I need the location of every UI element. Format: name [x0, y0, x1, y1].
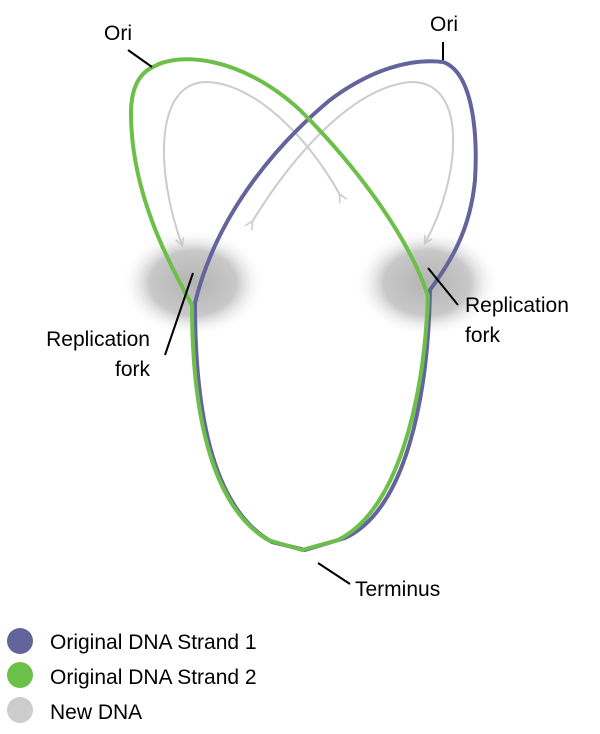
replication-fork-blob-right: [355, 229, 499, 337]
legend: Original DNA Strand 1 Original DNA Stran…: [7, 628, 257, 724]
dna-strand-2: [128, 57, 430, 552]
legend-label-strand-1: Original DNA Strand 1: [50, 631, 257, 654]
new-dna-arrow-left: [163, 80, 340, 245]
ori-right-label: Ori: [430, 13, 458, 36]
legend-label-new-dna: New DNA: [50, 701, 142, 724]
ori-left-pointer: [127, 49, 153, 68]
new-dna-arrow-right: [252, 80, 455, 243]
terminus-pointer: [317, 562, 351, 585]
legend-label-strand-2: Original DNA Strand 2: [50, 666, 257, 689]
legend-swatch-new-dna: [7, 697, 33, 723]
fork-right-label-line2: fork: [465, 324, 501, 347]
terminus-label: Terminus: [355, 578, 440, 601]
fork-left-label-line1: Replication: [46, 328, 150, 351]
ori-left-label: Ori: [104, 22, 132, 45]
replication-fork-blob-left: [121, 229, 265, 337]
fork-right-label-line1: Replication: [465, 294, 569, 317]
legend-swatch-strand-2: [7, 662, 33, 688]
fork-right-pointer: [427, 267, 459, 306]
legend-swatch-strand-1: [7, 628, 33, 654]
fork-left-label-line2: fork: [115, 358, 151, 381]
fork-left-pointer: [164, 272, 194, 356]
